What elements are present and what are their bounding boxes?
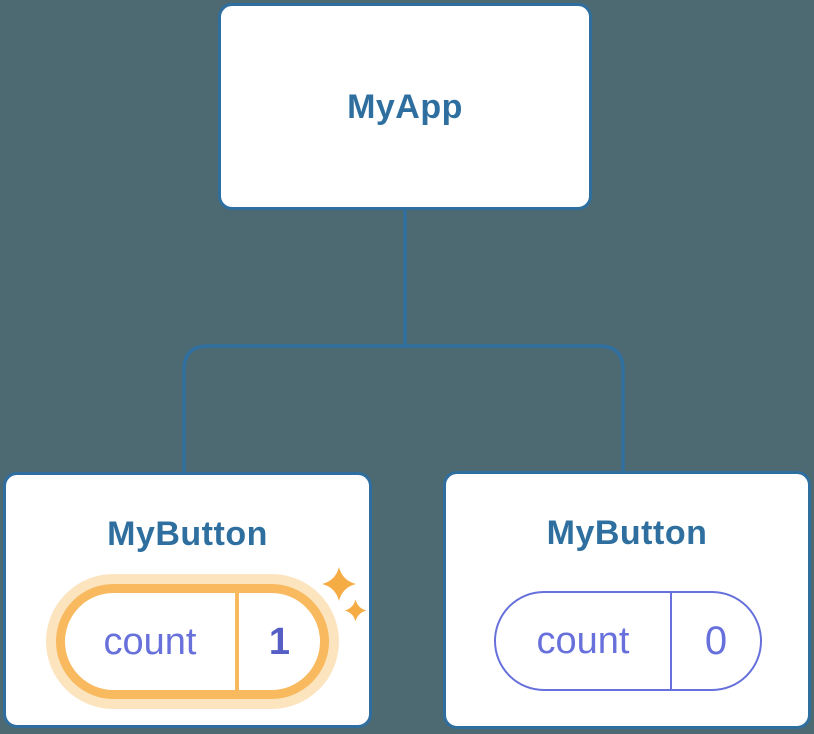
- node-mybutton-plain: MyButton count 0: [443, 471, 811, 729]
- sparkle-large: [322, 567, 356, 601]
- sparkle-small: [344, 599, 367, 622]
- state-pill-highlighted: count 1: [56, 584, 329, 699]
- connector-branch: [182, 344, 625, 473]
- state-value: 1: [268, 620, 291, 663]
- state-pill-plain: count 0: [494, 591, 762, 691]
- pill-divider: [235, 593, 239, 690]
- sparkle-icon: [322, 567, 367, 622]
- node-myapp: MyApp: [218, 3, 592, 210]
- node-mybutton-highlighted: MyButton count 1: [3, 472, 372, 728]
- node-label: MyButton: [107, 515, 268, 553]
- node-label: MyApp: [347, 87, 463, 126]
- state-value: 0: [704, 619, 728, 663]
- state-name: count: [536, 620, 630, 662]
- state-name: count: [103, 620, 197, 663]
- node-label: MyButton: [546, 514, 708, 552]
- pill-divider: [670, 593, 672, 689]
